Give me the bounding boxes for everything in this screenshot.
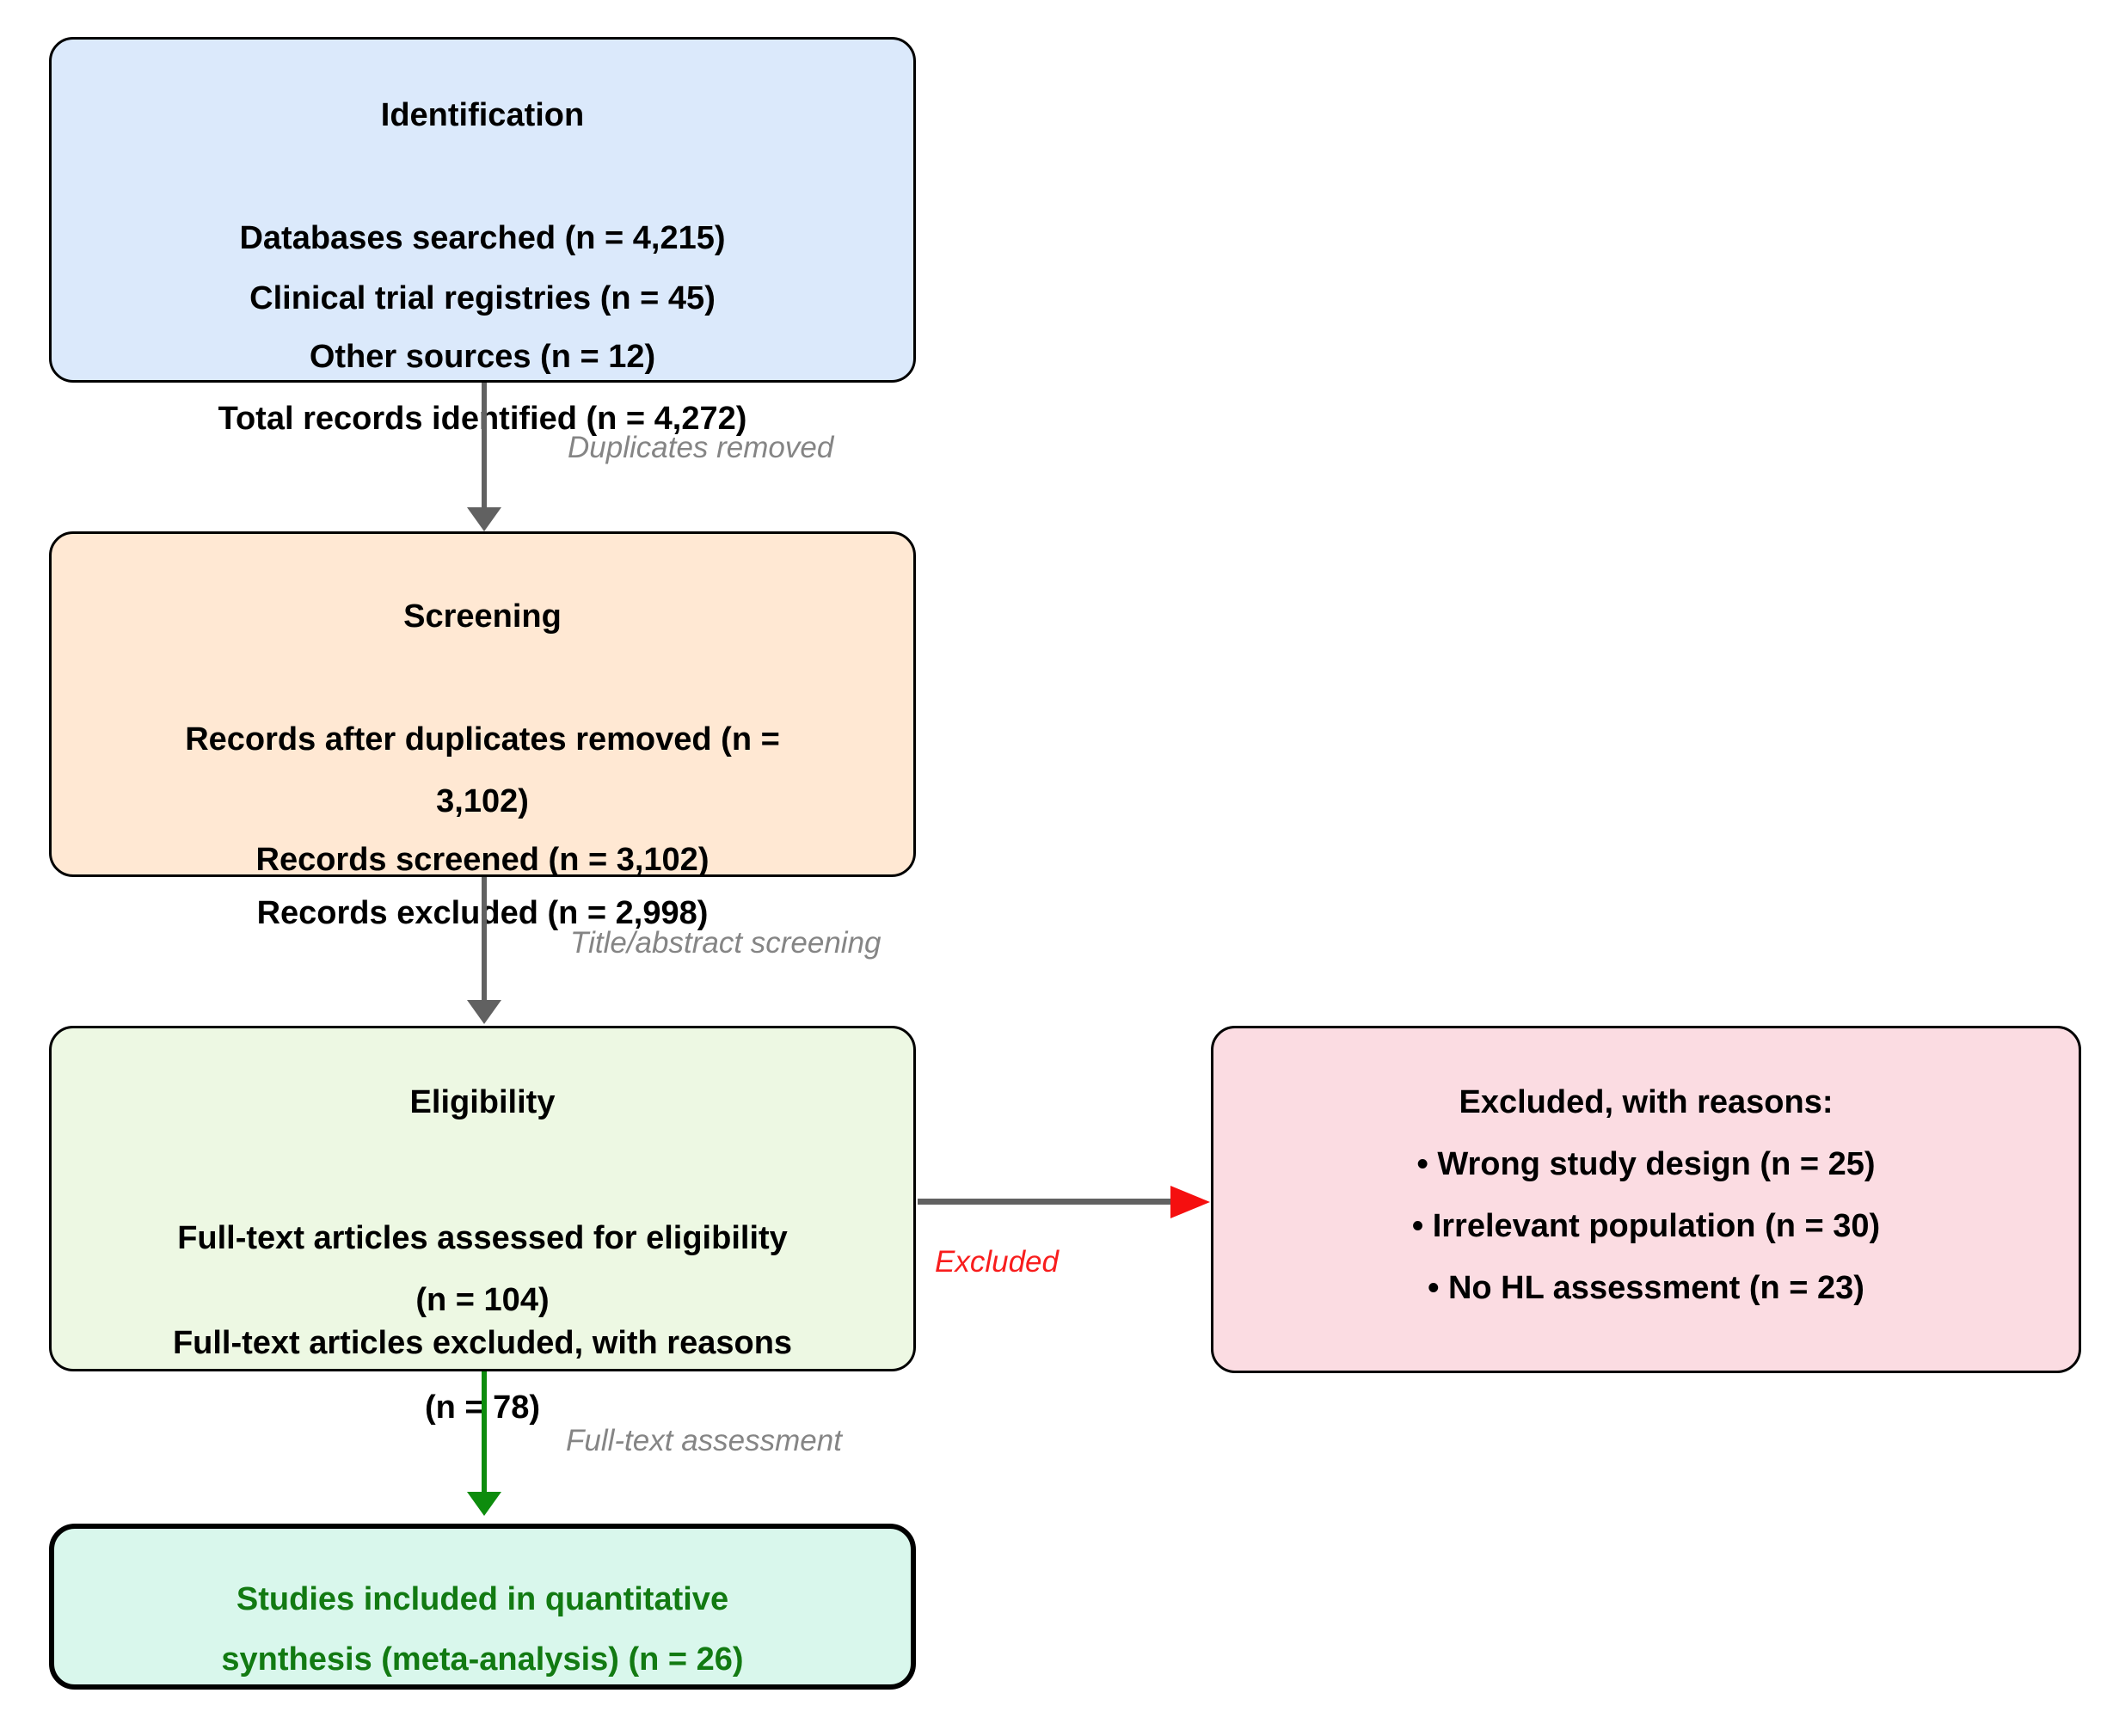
- arrowhead-down-green-icon: [467, 1492, 501, 1516]
- excluded-reason-wrong-design: • Wrong study design (n = 25): [1416, 1146, 1876, 1182]
- arrowhead-down-icon: [467, 1000, 501, 1024]
- identification-box-title: Identification: [380, 97, 585, 133]
- eligibility-line-assessed: Full-text articles assessed for eligibil…: [177, 1220, 788, 1256]
- excluded-label: Excluded: [935, 1245, 1059, 1279]
- arrow-line: [918, 1199, 1172, 1205]
- eligibility-box: Eligibility Full-text articles assessed …: [49, 1026, 916, 1371]
- arrow-line: [482, 1371, 487, 1494]
- arrow-line: [482, 877, 487, 1002]
- eligibility-box-title: Eligibility: [409, 1084, 556, 1120]
- duplicates-removed-label: Duplicates removed: [568, 431, 834, 464]
- full-text-assessment-label: Full-text assessment: [566, 1424, 842, 1457]
- eligibility-line-excluded-reasons: Full-text articles excluded, with reason…: [172, 1325, 793, 1361]
- screening-line-records-screened: Records screened (n = 3,102): [255, 842, 710, 878]
- excluded-reason-no-hl-assessment: • No HL assessment (n = 23): [1428, 1270, 1864, 1306]
- identification-line-other-sources: Other sources (n = 12): [309, 339, 656, 375]
- included-line-2: synthesis (meta-analysis) (n = 26): [221, 1641, 744, 1678]
- arrow-line: [482, 383, 487, 507]
- arrowhead-down-icon: [467, 507, 501, 531]
- excluded-reasons-box: Excluded, with reasons: • Wrong study de…: [1211, 1026, 2081, 1373]
- included-line-1: Studies included in quantitative: [236, 1581, 729, 1617]
- eligibility-line-n104: (n = 104): [415, 1282, 550, 1318]
- arrowhead-right-red-icon: [1170, 1186, 1210, 1218]
- included-box: Studies included in quantitative synthes…: [49, 1524, 916, 1690]
- excluded-box-title: Excluded, with reasons:: [1459, 1084, 1834, 1120]
- identification-line-registries: Clinical trial registries (n = 45): [249, 280, 716, 316]
- identification-box: Identification Databases searched (n = 4…: [49, 37, 916, 383]
- title-abstract-screening-label: Title/abstract screening: [570, 926, 882, 960]
- screening-box: Screening Records after duplicates remov…: [49, 531, 916, 878]
- screening-box-title: Screening: [403, 598, 562, 635]
- identification-line-databases: Databases searched (n = 4,215): [239, 220, 726, 256]
- excluded-reason-irrelevant-population: • Irrelevant population (n = 30): [1411, 1208, 1881, 1244]
- screening-line-after-duplicates-wrap: 3,102): [436, 783, 529, 819]
- screening-line-after-duplicates: Records after duplicates removed (n =: [185, 721, 780, 758]
